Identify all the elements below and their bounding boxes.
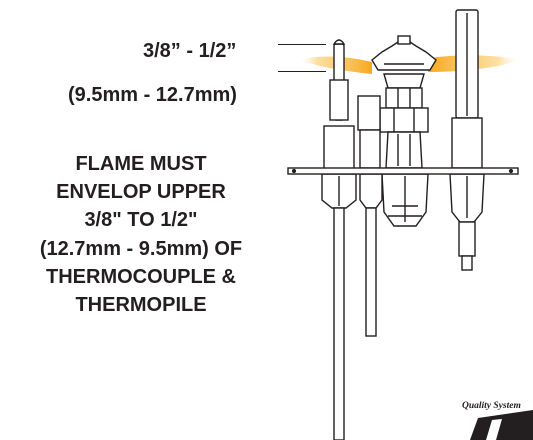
warning-line: THERMOCOUPLE & bbox=[46, 265, 236, 288]
thermocouple bbox=[321, 39, 357, 440]
warning-line: 3/8" TO 1/2" bbox=[84, 209, 198, 232]
warning-line: THERMOPILE bbox=[75, 294, 207, 317]
dimension-lines bbox=[278, 44, 326, 72]
warning-line: (12.7mm - 9.5mm) OF bbox=[39, 237, 243, 260]
pilot-burner-hood bbox=[371, 35, 437, 169]
mounting-bracket bbox=[287, 167, 519, 175]
thermopile bbox=[449, 9, 485, 271]
warning-line: FLAME MUST bbox=[75, 153, 207, 175]
dimension-metric-label: (9.5mm - 12.7mm) bbox=[68, 84, 237, 106]
logo-mark bbox=[470, 410, 533, 440]
pilot-orifice-fitting bbox=[381, 173, 429, 227]
dimension-imperial-label: 3/8” - 1/2” bbox=[143, 40, 237, 62]
spark-electrode bbox=[357, 95, 383, 337]
flame-warning-text: FLAME MUST ENVELOP UPPER 3/8" TO 1/2" (1… bbox=[6, 150, 276, 319]
logo-tagline: Quality System bbox=[462, 401, 521, 411]
warning-line: ENVELOP UPPER bbox=[56, 181, 226, 204]
